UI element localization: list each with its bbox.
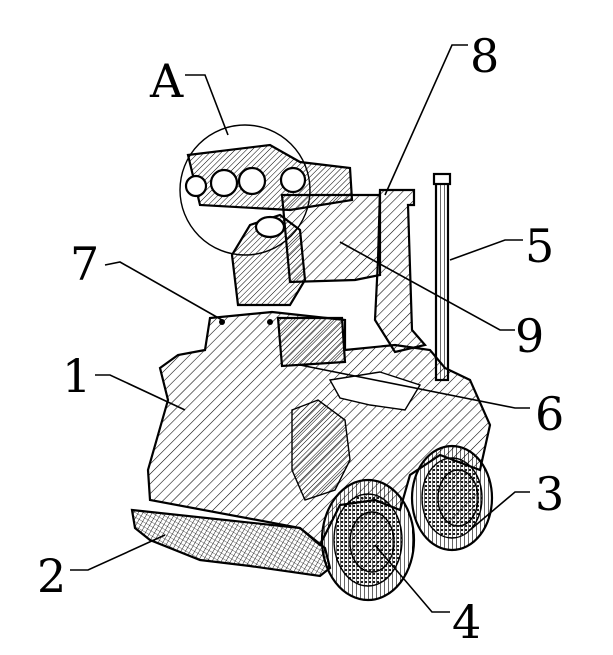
sensor-head [184,143,354,239]
neck-block [276,316,347,368]
leader-9 [339,241,515,331]
fastener-dot [267,319,273,325]
leader-3 [469,491,530,531]
antenna [432,172,452,382]
leader-5 [449,239,523,261]
front-panel-detail [291,399,351,501]
label-2: 2 [37,549,66,603]
side-fender [328,371,422,411]
label-6: 6 [535,387,564,441]
detail-circle-a [179,124,311,256]
fastener-dot [219,319,225,325]
leader-1 [95,374,186,411]
label-7: 7 [70,237,99,291]
label-4: 4 [452,595,481,649]
leader-7 [104,261,223,321]
rear-wheel [410,444,494,552]
camera-housing [280,193,382,284]
leader-a [185,74,229,136]
leader-4 [374,544,450,613]
leader-8 [384,44,468,196]
label-8: 8 [470,29,499,83]
support-column [373,188,428,354]
front-wheel [320,478,416,602]
label-a: A [149,54,184,108]
label-3: 3 [535,467,564,521]
leader-6 [299,364,530,409]
label-9: 9 [515,309,544,363]
leader-2 [70,534,166,571]
label-1: 1 [62,349,91,403]
label-5: 5 [525,219,554,273]
